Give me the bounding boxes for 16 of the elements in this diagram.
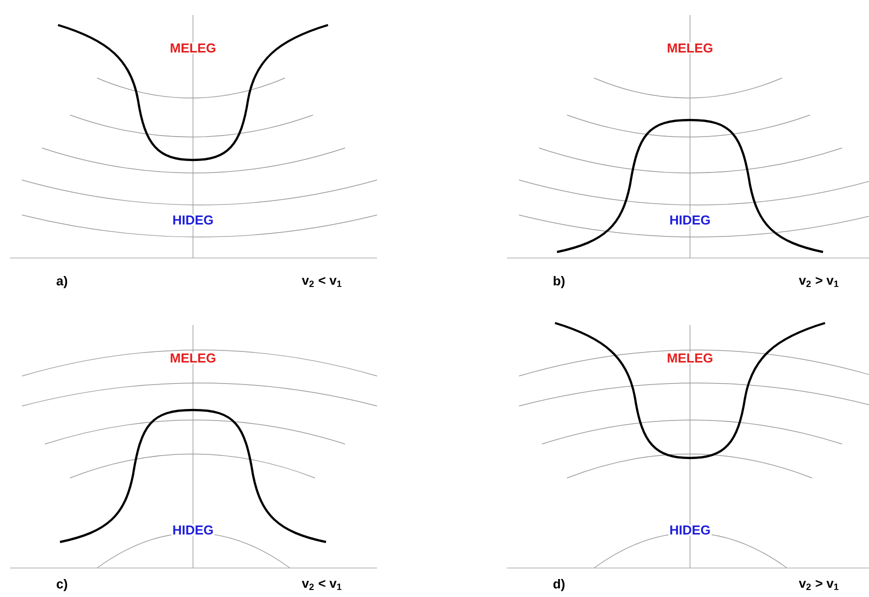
region-label: MELEG [168, 42, 218, 54]
region-label: MELEG [666, 352, 714, 364]
panel-label: c) [55, 578, 69, 592]
region-label: HIDEG [668, 524, 712, 536]
region-label: MELEG [666, 42, 714, 54]
condition-label: v$_{2}$ > v$_{1}$ [798, 276, 840, 288]
panel-label: a) [55, 274, 69, 290]
condition-label: v$_{2}$ < v$_{1}$ [300, 579, 344, 592]
region-label: HIDEG [668, 214, 712, 226]
condition-label: v$_{2}$ > v$_{1}$ [798, 579, 840, 592]
condition-label: v$_{2}$ < v$_{1}$ [300, 276, 344, 288]
panel-label: b) [552, 274, 566, 290]
panel-label: d) [552, 578, 566, 592]
region-label: MELEG [168, 352, 218, 364]
region-label: HIDEG [171, 524, 215, 536]
region-label: HIDEG [171, 214, 215, 226]
